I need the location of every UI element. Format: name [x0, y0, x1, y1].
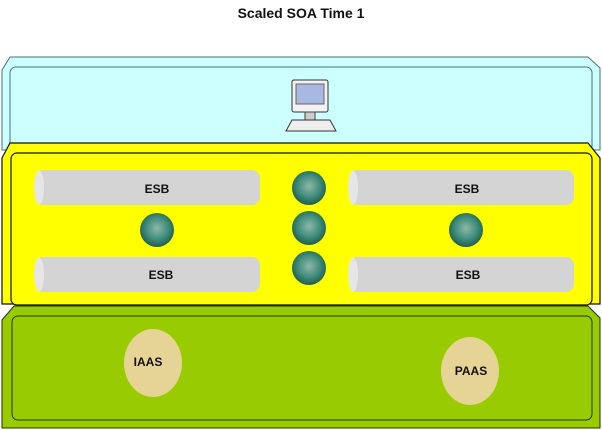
iaas-node: IAAS — [124, 329, 182, 397]
esb-bus: ESB — [348, 257, 574, 292]
esb-bus: ESB — [34, 170, 260, 205]
service-node — [292, 211, 326, 245]
svg-text:IAAS: IAAS — [134, 355, 163, 369]
computer-icon — [285, 79, 337, 132]
diagram-title: Scaled SOA Time 1 — [238, 5, 365, 21]
service-node — [292, 171, 326, 205]
esb-bus: ESB — [348, 170, 574, 205]
svg-text:PAAS: PAAS — [455, 364, 487, 378]
esb-bus: ESB — [34, 257, 260, 292]
esb-label: ESB — [149, 268, 174, 282]
platform-layer — [1, 305, 601, 429]
esb-label: ESB — [145, 182, 170, 196]
esb-label: ESB — [455, 182, 480, 196]
service-node — [140, 213, 174, 247]
esb-label: ESB — [456, 268, 481, 282]
paas-node: PAAS — [441, 337, 499, 405]
service-node — [292, 251, 326, 285]
service-node — [449, 213, 483, 247]
